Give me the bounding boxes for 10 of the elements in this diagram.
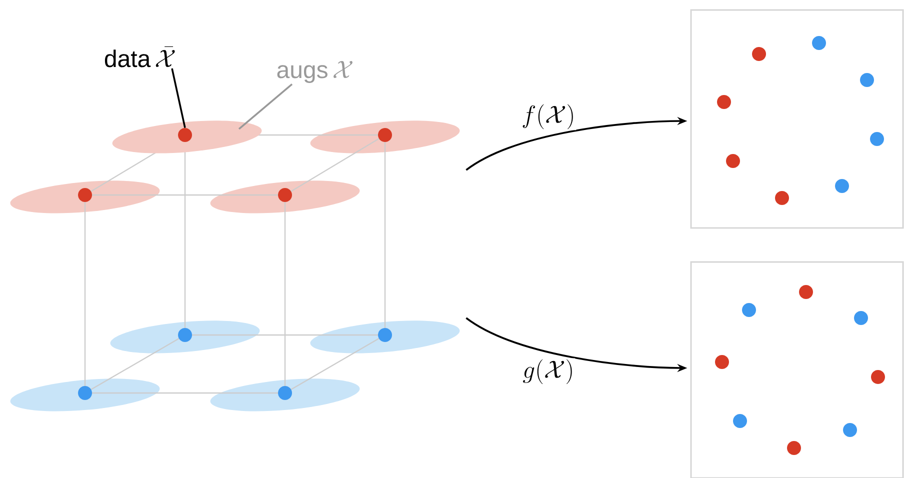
leader-line (171, 68, 186, 128)
leader-line (238, 84, 293, 130)
edge-label: $g(\mathcal{X})$ (522, 358, 576, 386)
edge-label: $f(\mathcal{X})$ (520, 103, 576, 130)
embedding-panel (690, 261, 904, 478)
cube-drawing (10, 120, 460, 412)
callout-label: augs $\mathcal{X}$ (277, 61, 352, 83)
embedding-panel (690, 9, 904, 229)
data-point (178, 128, 192, 142)
callout-label: data $\bar{\mathcal{X}}$ (104, 46, 175, 68)
